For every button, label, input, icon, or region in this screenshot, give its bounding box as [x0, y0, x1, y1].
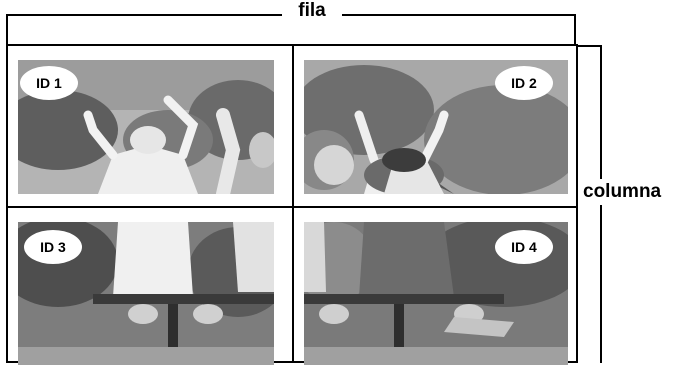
screen-cell-3: ID 3	[6, 206, 294, 365]
screen-id-badge-4: ID 4	[495, 230, 553, 264]
row-bracket-left-tick	[6, 14, 8, 46]
screen-cell-1: ID 1	[6, 44, 294, 208]
column-bracket-top-tick	[578, 45, 602, 47]
column-label: columna	[583, 179, 674, 205]
screen-id-badge-3: ID 3	[24, 230, 82, 264]
screen-id-badge-2: ID 2	[495, 66, 553, 100]
screen-cell-4: ID 4	[292, 206, 578, 365]
row-bracket-right-tick	[574, 14, 576, 46]
screen-photo-3	[18, 222, 274, 365]
screen-id-badge-1: ID 1	[20, 66, 78, 100]
screen-cell-2: ID 2	[292, 44, 578, 208]
row-label: fila	[282, 0, 342, 22]
